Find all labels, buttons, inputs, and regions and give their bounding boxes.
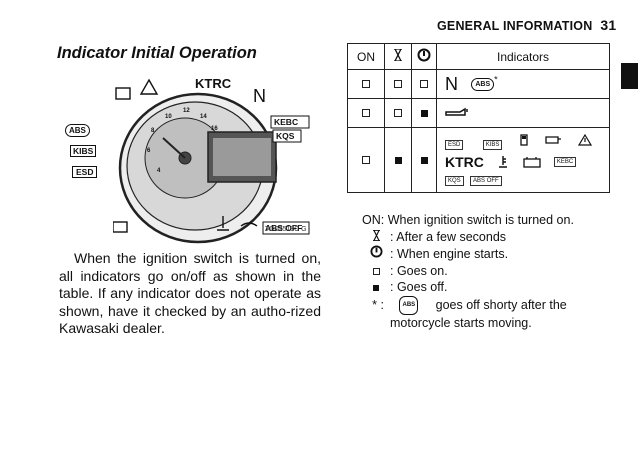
body-paragraph-text: When the ignition switch is turned on, a… xyxy=(59,250,321,337)
figure-label-esd: ESD xyxy=(72,166,98,178)
section-title: Indicator Initial Operation xyxy=(57,44,257,62)
goes-on-marker xyxy=(362,80,370,88)
page-number: 31 xyxy=(600,17,617,33)
figure-label-abs-off: ABS OFF xyxy=(265,223,302,233)
engine-start-icon xyxy=(417,48,431,62)
goes-off-marker xyxy=(420,110,428,117)
esd-indicator: ESD xyxy=(445,140,464,151)
hourglass-icon xyxy=(394,48,402,62)
legend-timer-text: : After a few seconds xyxy=(390,229,507,244)
page-header: GENERAL INFORMATION 31 xyxy=(437,17,616,33)
goes-off-marker xyxy=(420,157,428,164)
engine-start-icon xyxy=(369,245,383,258)
legend-asterisk: * xyxy=(372,297,378,312)
legend: ON: When ignition switch is turned on. :… xyxy=(362,212,574,331)
figure-label-kibs: KIBS xyxy=(70,145,97,157)
tach-number: 8 xyxy=(151,128,155,134)
tach-number: 12 xyxy=(183,108,190,114)
goes-on-marker xyxy=(362,109,370,117)
section-tab-marker xyxy=(621,63,638,89)
ktrc-indicator: KTRC xyxy=(445,153,484,170)
warning-triangle-icon xyxy=(578,133,593,146)
temperature-icon xyxy=(499,155,508,168)
kibs-indicator: KIBS xyxy=(482,140,503,151)
figure-label-ktrc: KTRC xyxy=(195,78,232,91)
warning-triangle-icon xyxy=(139,78,159,95)
tach-number: 14 xyxy=(200,114,207,120)
tach-number: 4 xyxy=(157,168,161,174)
legend-note-colon: : xyxy=(380,297,384,312)
abs-off-indicator: ABS OFF xyxy=(470,175,502,186)
figure-label-neutral: N xyxy=(253,86,266,106)
tach-number: 10 xyxy=(165,114,172,120)
legend-row-on: ON: When ignition switch is turned on. xyxy=(362,212,574,229)
header-timer xyxy=(384,43,412,70)
legend-on-text: When ignition switch is turned on. xyxy=(387,213,574,227)
body-paragraph: When the ignition switch is turned on, a… xyxy=(59,250,321,338)
neutral-indicator: N xyxy=(445,73,458,94)
figure-label-abs: ABS xyxy=(65,124,90,137)
hourglass-icon xyxy=(372,229,380,241)
battery-icon xyxy=(522,156,541,168)
indicator-table: ON Indicators N ABS* ESD KIBS xyxy=(347,43,610,193)
table-row: N ABS* xyxy=(347,69,610,99)
oil-pressure-icon xyxy=(445,107,468,116)
legend-row-timer: : After a few seconds xyxy=(362,229,574,246)
abs-icon: ABS xyxy=(399,295,419,315)
figure-label-kqs: KQS xyxy=(276,131,295,141)
header-engine xyxy=(411,43,437,70)
legend-row-note-cont: motorcycle starts moving. xyxy=(362,315,574,332)
table-row: ESD KIBS KTRC KEBC KQS ABS OFF xyxy=(347,127,610,193)
battery-icon xyxy=(113,221,128,233)
goes-on-marker xyxy=(362,156,370,164)
goes-on-marker xyxy=(394,80,402,88)
legend-goes-on: : Goes on. xyxy=(390,263,448,278)
asterisk-mark: * xyxy=(494,74,498,85)
dashboard-illustration: 4 6 8 10 12 14 16 KTRC N KEBC KQS ABS OF… xyxy=(113,78,310,244)
legend-row-goes-on: : Goes on. xyxy=(362,263,574,280)
goes-on-marker xyxy=(420,80,428,88)
tach-number: 6 xyxy=(147,148,151,154)
abs-indicator: ABS xyxy=(471,77,495,91)
goes-off-marker xyxy=(373,285,379,292)
figure-label-kebc: KEBC xyxy=(274,117,298,127)
header-title: GENERAL INFORMATION xyxy=(437,19,593,33)
engine-check-icon xyxy=(115,87,131,100)
legend-row-engine: : When engine starts. xyxy=(362,245,574,263)
legend-on-label: ON: xyxy=(362,213,385,227)
table-row xyxy=(347,98,610,128)
legend-note-line2: motorcycle starts moving. xyxy=(390,315,532,330)
legend-row-note: * : ABS goes off shorty after the xyxy=(362,295,574,315)
kqs-indicator: KQS xyxy=(445,175,464,186)
legend-goes-off: : Goes off. xyxy=(390,280,448,295)
legend-engine-text: : When engine starts. xyxy=(390,247,509,262)
figure-caption: TG02513C G xyxy=(265,226,307,233)
kebc-indicator: KEBC xyxy=(553,156,577,167)
oil-pressure-icon xyxy=(240,222,258,227)
header-indicators: Indicators xyxy=(436,43,610,70)
goes-on-marker xyxy=(372,267,380,275)
temperature-icon xyxy=(217,216,229,231)
engine-check-icon xyxy=(545,136,562,144)
legend-row-goes-off: : Goes off. xyxy=(362,279,574,296)
legend-note-line1: goes off shorty after the xyxy=(435,297,567,312)
fuel-icon xyxy=(520,134,528,146)
goes-off-marker xyxy=(394,157,402,164)
goes-on-marker xyxy=(394,109,402,117)
header-on: ON xyxy=(347,43,385,70)
tach-number: 16 xyxy=(211,126,218,132)
